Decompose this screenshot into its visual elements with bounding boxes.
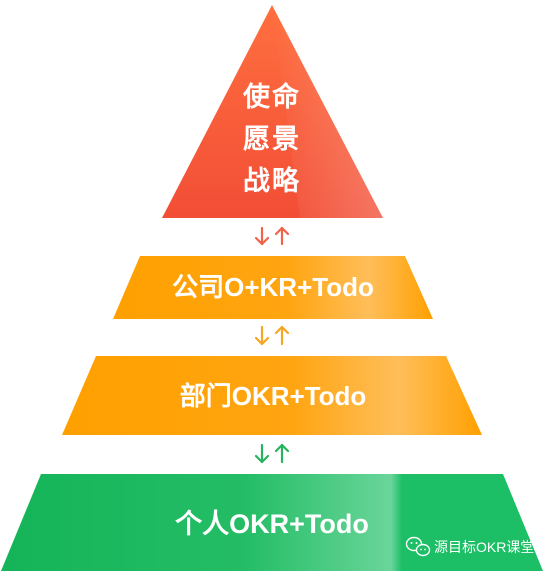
watermark-text: 源目标OKR课堂 [434, 539, 534, 555]
apex-label-mission: 使命 [242, 81, 301, 112]
connector-arrows-3 [254, 443, 290, 464]
arrow-down-icon [254, 443, 270, 464]
individual-tier-label: 个人OKR+Todo [175, 509, 369, 539]
apex-label-vision: 愿景 [243, 124, 301, 154]
individual-tier: 个人OKR+Todo [1, 474, 543, 571]
arrow-up-icon [274, 443, 290, 464]
arrow-down-icon [254, 226, 270, 246]
connector-arrows-1 [254, 226, 290, 246]
arrow-up-icon [274, 325, 290, 346]
apex-highlight [272, 5, 383, 218]
company-tier-label: 公司O+KR+Todo [172, 272, 374, 302]
watermark: 源目标OKR课堂 [405, 536, 534, 557]
arrow-up-icon [274, 226, 290, 246]
wechat-icon [405, 536, 431, 557]
department-tier-label: 部门OKR+Todo [180, 381, 367, 411]
apex-label-strategy: 战略 [243, 165, 301, 196]
company-tier: 公司O+KR+Todo [113, 256, 433, 319]
department-band [62, 356, 482, 435]
company-band [113, 256, 433, 319]
department-tier: 部门OKR+Todo [62, 356, 482, 435]
apex-tier: 使命 愿景 战略 [162, 5, 383, 218]
connector-arrows-2 [254, 325, 290, 346]
arrow-down-icon [254, 325, 270, 346]
